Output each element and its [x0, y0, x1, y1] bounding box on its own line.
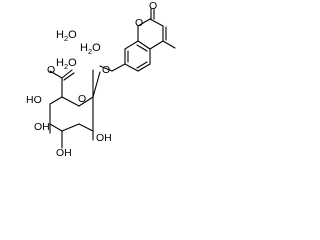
carboxylic-acid-hydroxyl: HO	[26, 94, 42, 106]
coumarin-carbonyl-oxygen: O	[149, 0, 157, 12]
glycosidic-oxygen: O	[102, 64, 110, 76]
hydroxyl-c4: OH	[34, 121, 50, 133]
bond-lines	[49, 8, 176, 149]
water-molecule-1: H2O	[56, 29, 77, 43]
hydroxyl-c2: OH	[96, 132, 112, 144]
water-molecule-2: H2O	[80, 42, 101, 56]
coumarin-ring-oxygen: O	[135, 17, 143, 29]
pyranose-ring-oxygen: O	[78, 93, 86, 105]
carboxylic-acid-carbonyl-oxygen: O	[47, 64, 55, 76]
water-molecule-3: H2O	[56, 57, 77, 71]
hydroxyl-c3: OH	[56, 147, 72, 159]
chemical-structure: H2O H2O H2O	[26, 0, 176, 159]
